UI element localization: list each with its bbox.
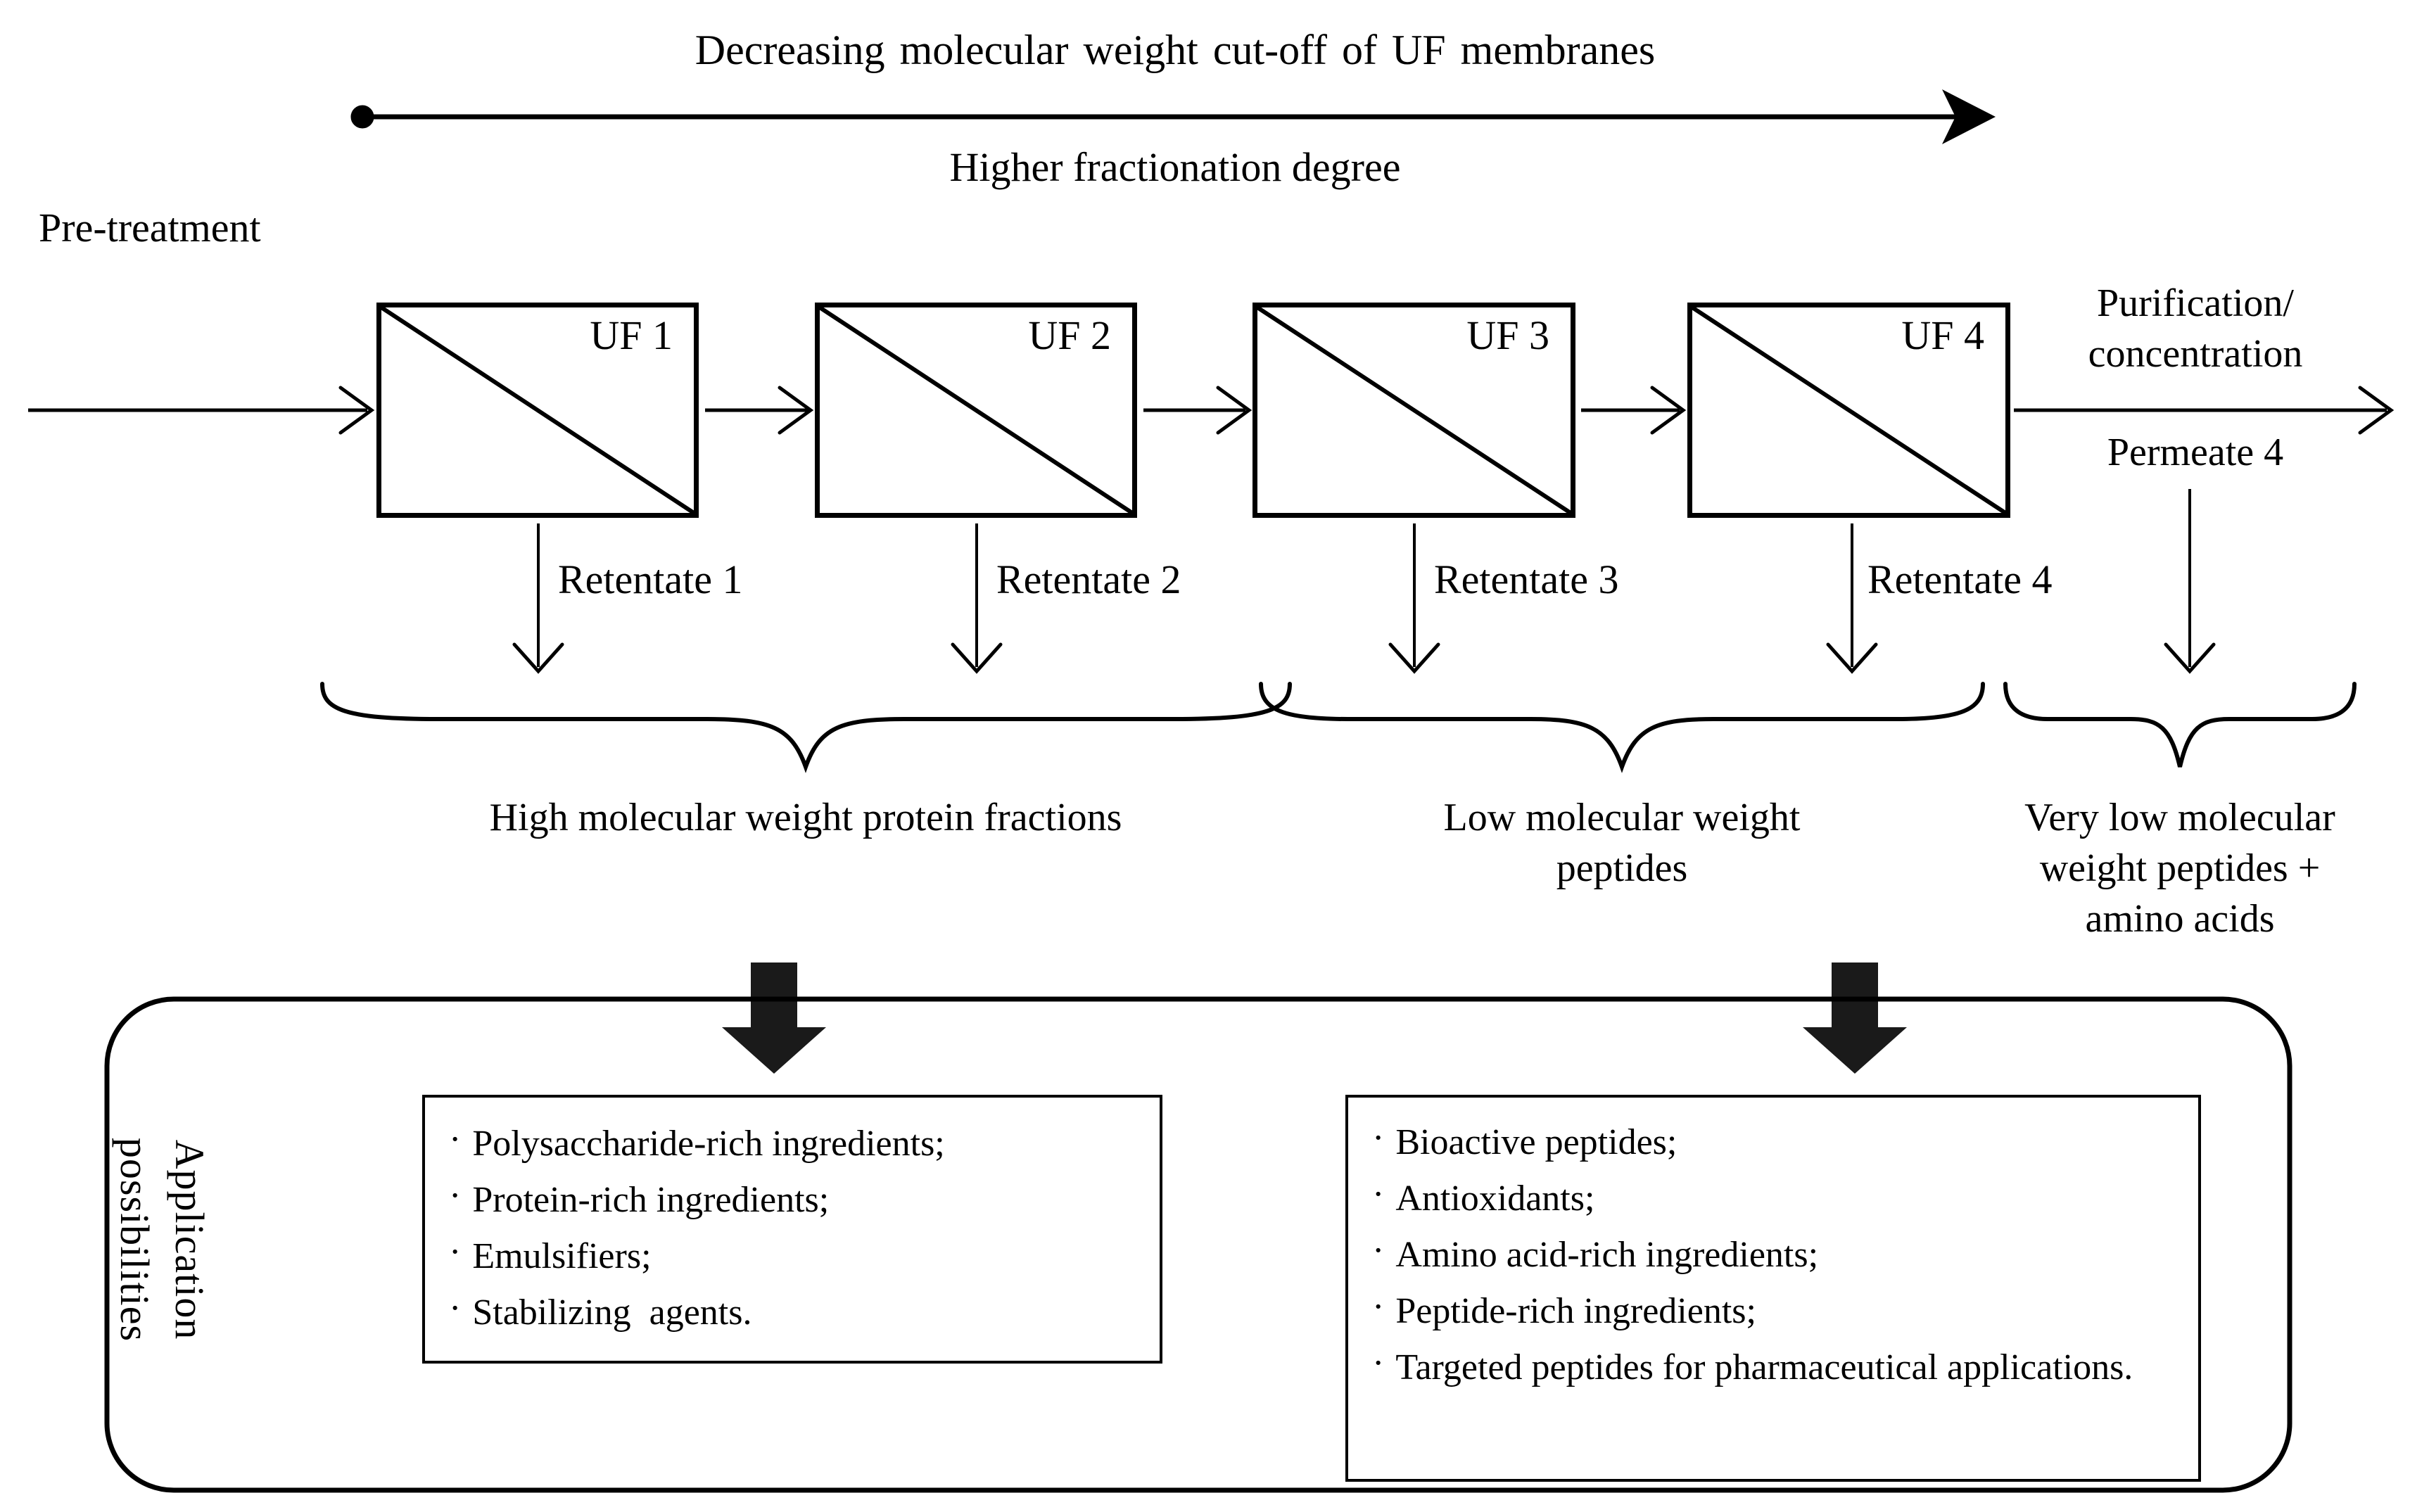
bullet-icon: ·	[1372, 1231, 1385, 1271]
bullet-icon: ·	[1372, 1174, 1385, 1214]
axis-arrowhead-icon	[1942, 89, 1996, 144]
interstage-arrowhead-1-icon	[778, 386, 814, 435]
application-panel-outline	[104, 996, 2292, 1493]
uf-box-3: UF 3	[1252, 303, 1575, 518]
membrane-diagonal-icon	[381, 307, 694, 513]
application-possibilities-line2: possibilities	[112, 1137, 158, 1342]
bullet-icon: ·	[1372, 1287, 1385, 1327]
low-mw-fraction-label-line2: peptides	[1556, 846, 1688, 890]
list-item: ·Stabilizing agents.	[449, 1285, 1146, 1341]
uf-box-1: UF 1	[376, 303, 699, 518]
feed-arrowhead-icon	[338, 386, 375, 435]
list-item: ·Amino acid-rich ingredients;	[1372, 1227, 2181, 1283]
brace-high-mw	[320, 682, 1292, 773]
list-item: ·Polysaccharide-rich ingredients;	[449, 1116, 1146, 1172]
pretreatment-label: Pre-treatment	[39, 205, 261, 250]
bullet-icon: ·	[449, 1232, 462, 1272]
application-possibilities-label: Application possibilities	[107, 951, 217, 1512]
very-low-mw-fraction-label-line1: Very low molecular	[2024, 796, 2335, 839]
purification-label-line1: Purification/	[2097, 281, 2294, 325]
permeate-arrowhead-icon	[2164, 642, 2216, 674]
peptide-applications-box: ·Bioactive peptides; ·Antioxidants; ·Ami…	[1345, 1095, 2201, 1482]
low-mw-fraction-label-line1: Low molecular weight	[1443, 796, 1801, 839]
membrane-diagonal-icon	[1257, 307, 1571, 513]
uf-box-4: UF 4	[1687, 303, 2010, 518]
bullet-icon: ·	[1372, 1343, 1385, 1383]
application-possibilities-line1: Application	[167, 1139, 213, 1340]
uf-box-2: UF 2	[815, 303, 1137, 518]
interstage-arrowhead-3-icon	[1650, 386, 1687, 435]
permeate-label: Permeate 4	[2107, 431, 2284, 474]
brace-low-mw	[1259, 682, 1985, 773]
fat-down-arrow-left-icon	[722, 963, 826, 1074]
bullet-icon: ·	[1372, 1118, 1385, 1158]
list-item: ·Targeted peptides for pharmaceutical ap…	[1372, 1340, 2181, 1396]
bullet-icon: ·	[449, 1119, 462, 1160]
retentate-3-label: Retentate 3	[1434, 557, 1619, 602]
outlet-arrowhead-icon	[2358, 386, 2395, 435]
list-item: ·Emulsifiers;	[449, 1228, 1146, 1285]
retentate-arrowhead-1-icon	[512, 642, 564, 674]
very-low-mw-fraction-label-line3: amino acids	[2085, 897, 2275, 941]
uf-box-3-label: UF 3	[1466, 312, 1549, 358]
retentate-4-label: Retentate 4	[1867, 557, 2053, 602]
retentate-arrowhead-4-icon	[1826, 642, 1878, 674]
list-item: ·Bioactive peptides;	[1372, 1114, 2181, 1171]
list-item: ·Protein-rich ingredients;	[449, 1172, 1146, 1228]
list-item: ·Antioxidants;	[1372, 1171, 2181, 1227]
retentate-2-label: Retentate 2	[996, 557, 1181, 602]
retentate-arrowhead-3-icon	[1388, 642, 1440, 674]
fat-down-arrow-right-icon	[1803, 963, 1907, 1074]
membrane-diagonal-icon	[1692, 307, 2005, 513]
retentate-arrowhead-2-icon	[951, 642, 1003, 674]
bullet-icon: ·	[449, 1288, 462, 1328]
list-item: ·Peptide-rich ingredients;	[1372, 1283, 2181, 1340]
brace-very-low-mw	[2003, 682, 2357, 768]
uf-box-4-label: UF 4	[1901, 312, 1984, 358]
bullet-icon: ·	[449, 1176, 462, 1216]
uf-box-2-label: UF 2	[1028, 312, 1111, 358]
purification-label-line2: concentration	[2088, 332, 2303, 376]
uf-box-1-label: UF 1	[590, 312, 673, 358]
high-mw-fraction-label: High molecular weight protein fractions	[489, 796, 1122, 839]
retentate-1-label: Retentate 1	[558, 557, 743, 602]
interstage-arrowhead-2-icon	[1216, 386, 1252, 435]
membrane-diagonal-icon	[820, 307, 1132, 513]
axis-subtitle: Higher fractionation degree	[949, 144, 1401, 190]
very-low-mw-fraction-label-line2: weight peptides +	[2039, 846, 2321, 890]
hmw-applications-box: ·Polysaccharide-rich ingredients; ·Prote…	[422, 1095, 1162, 1364]
axis-title: Decreasing molecular weight cut-off of U…	[695, 27, 1656, 73]
